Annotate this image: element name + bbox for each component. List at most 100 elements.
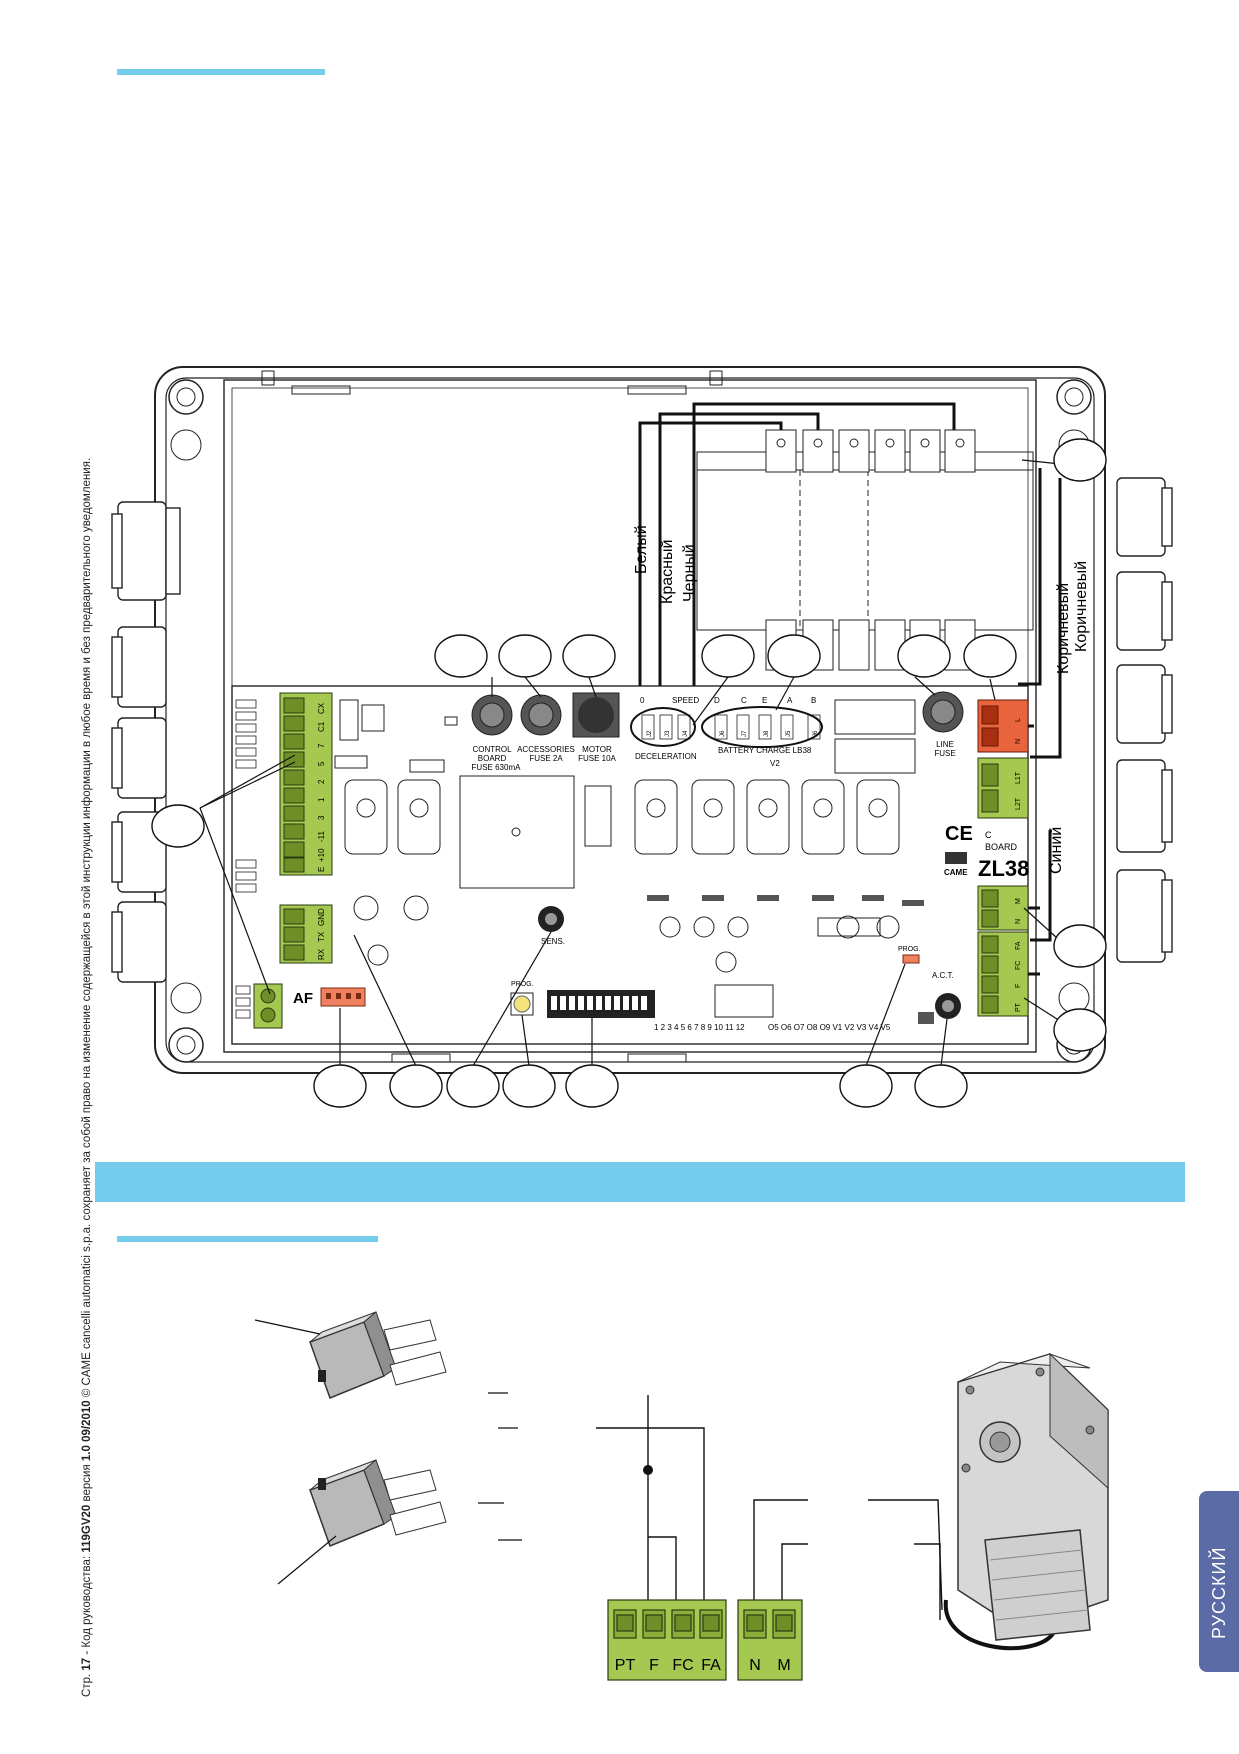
jumper-j6b: J6 — [813, 730, 819, 737]
terminal-2: 2 — [317, 779, 326, 784]
right-cable-glands — [1116, 477, 1173, 963]
junction-dot — [643, 1465, 653, 1475]
af-connector — [320, 987, 366, 1007]
terminal-gnd: GND — [317, 908, 326, 926]
prog-led — [902, 954, 920, 964]
board-label-1: C — [985, 830, 992, 840]
main-terminal-labels: CX C1 7 5 2 1 3 -11 +10 E — [317, 702, 326, 872]
prog-button-label: PROG. — [511, 981, 534, 988]
prog-button[interactable] — [510, 992, 534, 1016]
wiring-terminal-pt: PT — [615, 1657, 636, 1674]
battery-jumper-highlight — [701, 706, 823, 748]
relay-block — [696, 429, 1034, 671]
wiring-terminal-fa: FA — [701, 1657, 721, 1674]
jumper-j4: J4 — [683, 730, 689, 737]
ce-mark: CE — [945, 823, 973, 845]
deceleration-label: DECELERATION — [635, 752, 697, 761]
fuse-motor-label-2: FUSE 10A — [578, 754, 616, 763]
language-tab[interactable]: РУССКИЙ — [1199, 1491, 1239, 1672]
transformer-wires — [638, 402, 1062, 942]
terminal-pt-board: PT — [1015, 1002, 1022, 1012]
fuse-motor — [572, 692, 620, 738]
terminal-l2t: L2T — [1015, 797, 1022, 810]
board-model: ZL38 — [978, 856, 1029, 881]
wire-blue: Синий — [1048, 827, 1065, 874]
limit-switch-upper — [309, 1311, 447, 1399]
board-label-2: BOARD — [985, 842, 1018, 852]
sens-trimmer[interactable] — [538, 906, 564, 932]
terminal-tx: TX — [317, 931, 326, 942]
dip-switch-block[interactable] — [547, 990, 655, 1018]
v2-label: V2 — [770, 759, 780, 768]
fuse-line-label-1: LINE — [936, 740, 954, 749]
terminal-fc-board: FC — [1015, 961, 1022, 970]
wire-color-labels: Белый Красный Черный Коричневый Коричнев… — [633, 525, 1090, 874]
fuse-control-label-1: CONTROL — [472, 745, 512, 754]
jumper-j3: J3 — [665, 730, 671, 737]
main-terminal-block — [279, 692, 333, 876]
jumper-j8: J8 — [764, 730, 770, 737]
terminal-minus11: -11 — [317, 830, 326, 842]
wiring-terminal-m: M — [777, 1657, 790, 1674]
motor-terminal-block — [977, 885, 1029, 931]
left-pads — [235, 699, 257, 1019]
wiring-motor-terminal — [737, 1599, 803, 1681]
zero-label: 0 — [640, 696, 645, 705]
callout-bubbles — [151, 438, 1107, 1108]
terminal-fa-board: FA — [1015, 941, 1022, 950]
fuse-line-label-2: FUSE — [934, 749, 955, 758]
letter-c: C — [741, 696, 747, 705]
jumper-j5: J5 — [786, 730, 792, 737]
terminal-7: 7 — [317, 743, 326, 748]
fuse-motor-label-1: MOTOR — [582, 745, 612, 754]
dip-numbers: 1 2 3 4 5 6 7 8 9 10 11 12 — [654, 1023, 745, 1032]
antenna-terminal — [253, 983, 283, 1029]
wire-white: Белый — [633, 525, 650, 574]
came-logo-mark — [945, 852, 967, 864]
came-brand: CAME — [944, 868, 968, 877]
terminal-3: 3 — [317, 815, 326, 820]
l1t-terminal-block — [977, 757, 1029, 819]
battery-charge-label: BATTERY CHARGE LB38 — [718, 746, 812, 755]
wire-brown-1: Коричневый — [1055, 583, 1072, 674]
wiring-terminal-fc: FC — [672, 1657, 693, 1674]
prog-led-label: PROG. — [898, 946, 921, 953]
line-terminal-block — [977, 699, 1029, 753]
speed-label: SPEED — [672, 696, 699, 705]
sens-label: SENS. — [541, 937, 565, 946]
board-wires — [1028, 724, 1040, 976]
act-trimmer[interactable] — [935, 993, 961, 1019]
terminal-cx: CX — [317, 702, 326, 714]
terminal-l: L — [1015, 718, 1022, 722]
fuse-accessories-label-2: FUSE 2A — [529, 754, 563, 763]
bottom-accent-bar — [117, 1236, 378, 1242]
circuit-board: CX C1 7 5 2 1 3 -11 +10 E GND TX RX — [231, 685, 1040, 1045]
letter-a: A — [787, 696, 793, 705]
terminal-1: 1 — [317, 797, 326, 802]
fuse-accessories-label-1: ACCESSORIES — [517, 745, 575, 754]
terminal-l1t: L1T — [1015, 771, 1022, 784]
terminal-n-motor: N — [1015, 919, 1022, 924]
top-accent-bar — [117, 69, 325, 75]
af-label: AF — [293, 990, 313, 1007]
terminal-e: E — [317, 867, 326, 872]
fuse-line — [922, 691, 964, 733]
wiring-limit-terminal — [607, 1599, 727, 1681]
speed-jumpers — [641, 714, 821, 740]
terminal-plus10: +10 — [317, 848, 326, 862]
jumper-j7: J7 — [742, 730, 748, 737]
left-cable-glands — [111, 501, 181, 983]
fuse-control — [471, 694, 513, 736]
wire-red: Красный — [659, 540, 676, 604]
fuse-control-label-3: FUSE 630mA — [472, 763, 522, 772]
serial-terminal-block — [279, 904, 333, 964]
wire-brown-2: Коричневый — [1073, 561, 1090, 652]
terminal-m: M — [1015, 898, 1022, 904]
letter-d: D — [714, 696, 720, 705]
speed-jumper-highlight — [630, 707, 696, 747]
terminal-c1: C1 — [317, 721, 326, 732]
diodes — [647, 895, 934, 1024]
section-banner — [95, 1162, 1185, 1202]
jumper-j2: J2 — [647, 730, 653, 737]
